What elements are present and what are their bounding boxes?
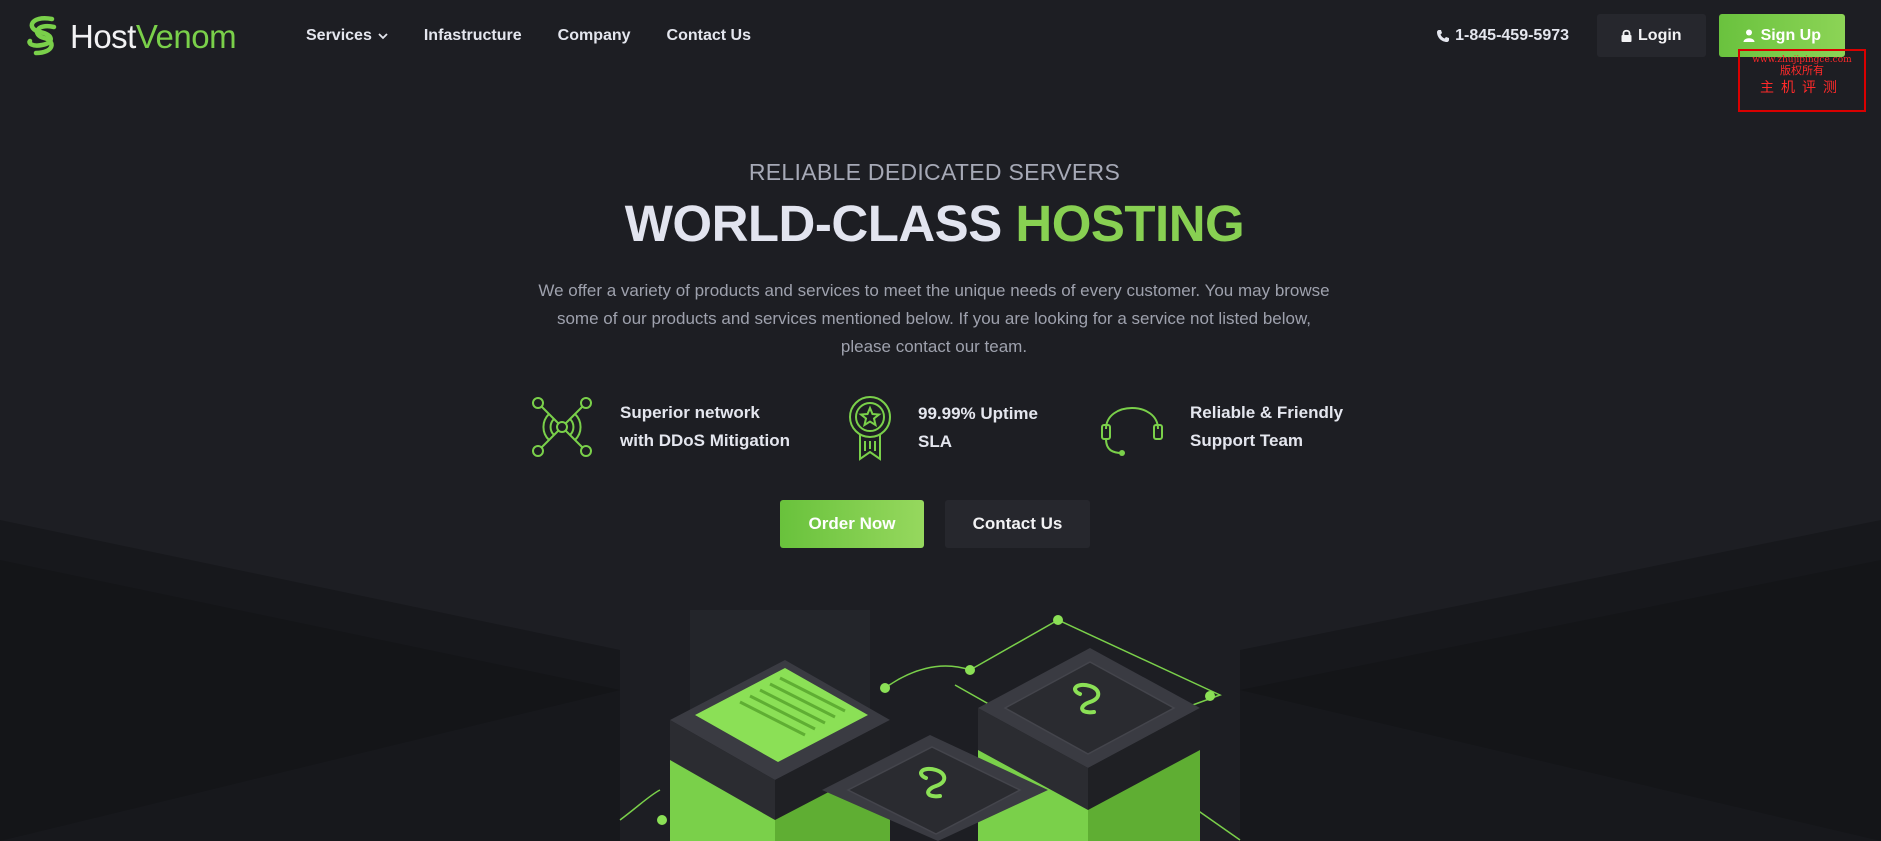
nav-item-label: Contact Us — [666, 27, 751, 44]
hero-intro: We offer a variety of products and servi… — [538, 281, 1330, 356]
hero-cta: Order Now Contact Us — [780, 500, 1090, 548]
nav-item-contact-us[interactable]: Contact Us — [667, 27, 751, 45]
feature-line1: Reliable & Friendly — [1190, 403, 1344, 422]
watermark-stamp: www.zhujipingce.com 版权所有 主机评测 — [1738, 49, 1866, 112]
brand-name: HostVenom — [70, 17, 237, 55]
watermark-line2: 版权所有 — [1780, 64, 1824, 78]
signup-label: Sign Up — [1760, 26, 1821, 44]
login-label: Login — [1638, 26, 1682, 44]
contact-us-button[interactable]: Contact Us — [945, 500, 1090, 548]
hero-headline: WORLD-CLASS HOSTING — [0, 194, 1869, 253]
top-navbar: HostVenom Services Infastructure Company… — [0, 0, 1881, 72]
nav-item-label: Company — [557, 27, 631, 44]
nav-item-infrastructure[interactable]: Infastructure — [424, 27, 522, 45]
feature-line1: Superior network — [620, 403, 760, 422]
feature-text: Reliable & Friendly Support Team — [1190, 399, 1343, 455]
headline-part1: WORLD-CLASS — [624, 195, 1002, 252]
nav-item-label: Services — [306, 27, 372, 44]
feature-line2: Support Team — [1190, 431, 1304, 450]
phone-icon — [1437, 29, 1450, 42]
watermark-line1: www.zhujipingce.com — [1752, 55, 1852, 65]
brand-logo[interactable]: HostVenom — [22, 12, 237, 60]
brand-name-part2: Venom — [135, 17, 237, 55]
feature-line2: SLA — [918, 432, 952, 451]
server-cubes-illustration — [619, 610, 1241, 841]
nav-item-services[interactable]: Services — [306, 27, 388, 45]
chevron-down-icon — [378, 32, 388, 39]
main-nav: Services Infastructure Company Contact U… — [306, 0, 787, 72]
nav-item-company[interactable]: Company — [558, 27, 631, 45]
headline-part2: HOSTING — [1015, 195, 1245, 252]
login-button[interactable]: Login — [1597, 14, 1706, 57]
feature-line1: 99.99% Uptime — [918, 404, 1038, 423]
headset-icon — [1101, 407, 1163, 456]
feature-text: Superior network with DDoS Mitigation — [620, 399, 790, 455]
award-badge-icon — [849, 396, 891, 461]
order-now-button[interactable]: Order Now — [780, 500, 924, 548]
user-icon — [1743, 29, 1755, 42]
feature-network: Superior network with DDoS Mitigation — [530, 395, 790, 459]
feature-text: 99.99% Uptime SLA — [918, 400, 1038, 456]
network-ddos-icon — [532, 397, 592, 457]
nav-item-label: Infastructure — [423, 27, 522, 44]
feature-uptime: 99.99% Uptime SLA — [848, 395, 1038, 461]
feature-line2: with DDoS Mitigation — [620, 431, 790, 450]
feature-list: Superior network with DDoS Mitigation 99… — [0, 395, 1881, 465]
snake-s-logo-icon — [27, 16, 57, 56]
hero-eyebrow: RELIABLE DEDICATED SERVERS — [748, 159, 1121, 185]
watermark-line3: 主机评测 — [1760, 79, 1844, 96]
brand-name-part1: Host — [70, 17, 136, 55]
lock-icon — [1621, 29, 1632, 42]
phone-number: 1-845-459-5973 — [1455, 26, 1570, 44]
phone-link[interactable]: 1-845-459-5973 — [1436, 27, 1569, 45]
feature-support: Reliable & Friendly Support Team — [1100, 395, 1343, 459]
